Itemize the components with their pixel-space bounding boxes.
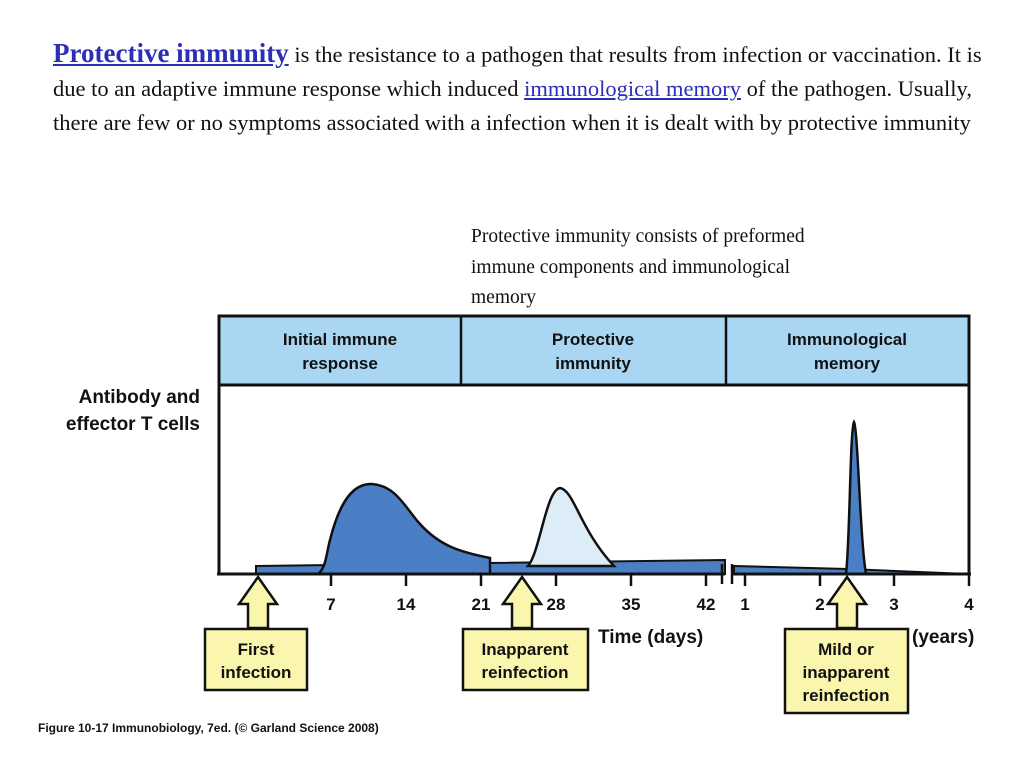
inapparent-reinfection-label-line-1: Inapparent: [482, 640, 569, 659]
day-tick-label: 35: [622, 595, 641, 614]
year-tick-label: 1: [740, 595, 749, 614]
y-axis-label-line-2: effector T cells: [66, 414, 200, 435]
inapparent-reinfection-peak: [525, 486, 617, 568]
memory-reinfection-arrow: [825, 574, 869, 630]
immunological-memory-link[interactable]: immunological memory: [524, 76, 741, 101]
phase-protective-immunity-line-2: immunity: [555, 354, 631, 373]
inapparent-reinfection-arrow: [500, 574, 544, 630]
year-tick-label: 3: [889, 595, 898, 614]
protective-immunity-term: Protective immunity: [53, 38, 289, 68]
day-tick-label: 42: [697, 595, 716, 614]
phase-header-band: [217, 314, 971, 387]
figure-caption: Figure 10-17 Immunobiology, 7ed. (© Garl…: [38, 721, 379, 735]
day-tick-label: 14: [397, 595, 416, 614]
year-tick-label: 2: [815, 595, 824, 614]
intro-text-part-1: is the resistance to a pathogen that res…: [53, 42, 982, 101]
protective-immunity-note: Protective immunity consists of preforme…: [471, 226, 805, 308]
y-axis-label-line-1: Antibody and: [79, 387, 200, 408]
phase-protective-immunity-line-1: Protective: [552, 330, 634, 349]
phase-immunological-memory-line-2: memory: [814, 354, 881, 373]
first-infection-label-line-2: infection: [221, 663, 292, 682]
first-infection-box: [203, 627, 309, 692]
x-axis-label-days: Time (days): [598, 627, 703, 648]
mild-reinfection-label-line-3: reinfection: [803, 686, 890, 705]
phase-immunological-memory-line-1: Immunological: [787, 330, 907, 349]
inapparent-reinfection-label-line-2: reinfection: [482, 663, 569, 682]
phase-initial-response-line-2: response: [302, 354, 378, 373]
inapparent-reinfection-box: [461, 627, 590, 692]
day-tick-label: 7: [326, 595, 335, 614]
intro-text-part-2: of the pathogen. Usually, there are few …: [53, 76, 972, 135]
mild-reinfection-label-line-2: inapparent: [803, 663, 890, 682]
memory-response-spike: [844, 419, 868, 576]
day-ticks: [329, 574, 971, 586]
x-axis-label-years: (years): [912, 627, 974, 648]
first-infection-label-line-1: First: [238, 640, 275, 659]
intro-paragraph: Protective immunity is the resistance to…: [53, 36, 1003, 140]
day-tick-label: 28: [547, 595, 566, 614]
initial-response-peak: [314, 482, 492, 576]
first-infection-arrow: [236, 574, 280, 630]
mild-reinfection-box: [783, 627, 910, 715]
year-tick-label: 4: [964, 595, 974, 614]
day-tick-label: 21: [472, 595, 491, 614]
phase-initial-response-line-1: Initial immune: [283, 330, 397, 349]
mild-reinfection-label-line-1: Mild or: [818, 640, 874, 659]
